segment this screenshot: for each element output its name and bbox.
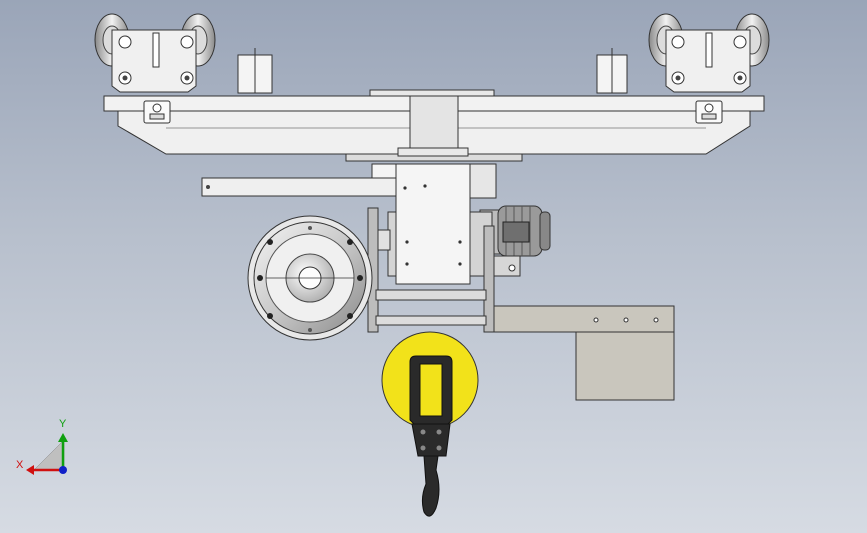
z-axis-dot [59,466,67,474]
y-axis-label: Y [59,418,67,430]
axis-triad: X Y [16,418,68,475]
left-wheel-assembly [94,13,216,93]
beam-brackets [237,48,628,97]
side-plate [493,305,675,401]
rope-drum [247,215,373,341]
hanger-plate [387,163,493,285]
right-wheel-assembly [648,13,770,93]
hook-block [381,331,479,517]
main-girder [103,95,765,162]
x-axis-label: X [16,459,24,471]
trolley-arm [201,163,497,199]
